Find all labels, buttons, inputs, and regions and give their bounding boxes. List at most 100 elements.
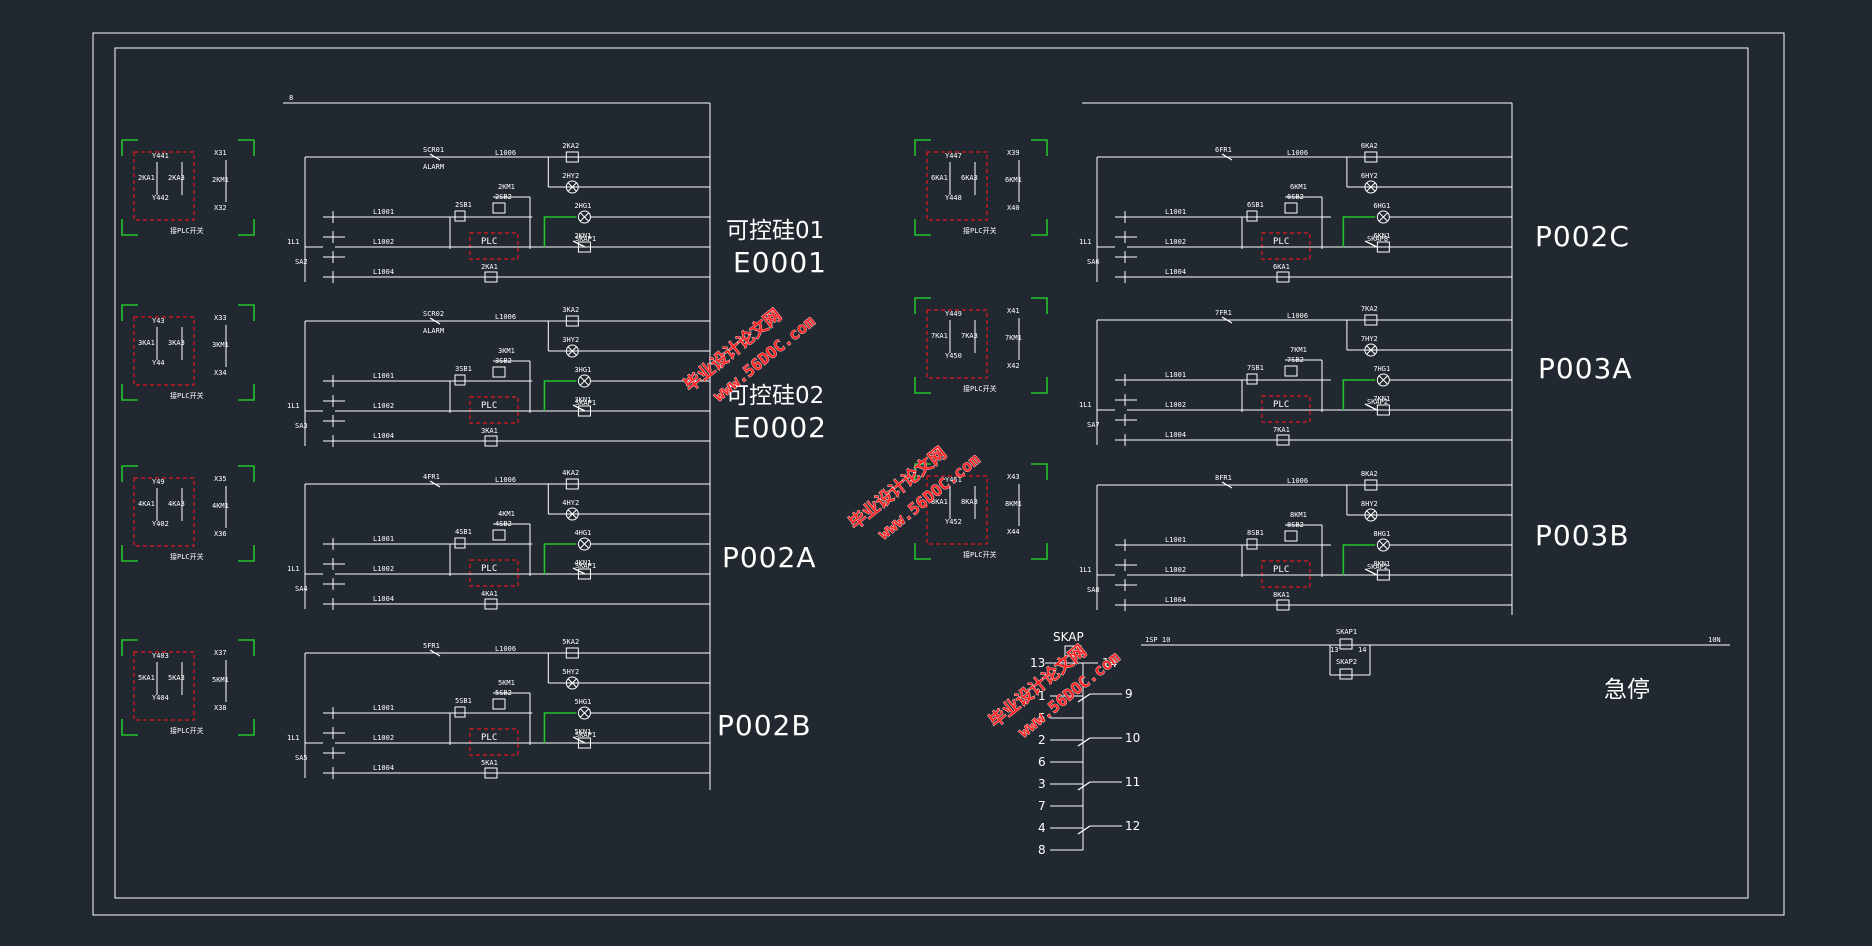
contactor-label: 2KN1 — [574, 232, 591, 240]
estop-k2: SKAP2 — [1336, 658, 1357, 666]
lamp-g-x2 — [1378, 212, 1388, 222]
wire-l1006: L1006 — [1287, 312, 1308, 320]
lamp-y-x2 — [1366, 182, 1376, 192]
plc-in2: Y404 — [152, 694, 169, 702]
code-p002a: P002A — [722, 541, 816, 574]
plc-in1: Y451 — [945, 476, 962, 484]
lamp-y-x2 — [1366, 345, 1376, 355]
start-button — [454, 210, 466, 222]
green-link — [1342, 379, 1376, 410]
bracket-tl — [914, 463, 931, 480]
start-label: 3SB1 — [455, 365, 472, 373]
skap-label: SKAP1 — [575, 235, 596, 243]
wire-l1006: L1006 — [495, 313, 516, 321]
fr-contact — [429, 153, 441, 161]
watermark-2: 毕业设计论文网 www.56DOC.com — [845, 442, 985, 543]
wire-l1006: L1006 — [495, 149, 516, 157]
plc-out: X43 — [1007, 473, 1020, 481]
bracket-bl — [121, 545, 138, 562]
wire-l1002: L1002 — [373, 565, 394, 573]
skap-contact — [572, 240, 586, 248]
start-button — [1246, 210, 1258, 222]
estop-bus-left: 1SP 10 — [1145, 636, 1170, 644]
stop-button — [492, 366, 506, 378]
plc-in1: Y403 — [152, 652, 169, 660]
kmain-label: 3KM1 — [498, 347, 515, 355]
kmain-label: 8KM1 — [1290, 511, 1307, 519]
relay-label: 8KA1 — [1273, 591, 1290, 599]
plc-relay2: 4KA3 — [168, 500, 185, 508]
contactor-coil — [577, 568, 591, 580]
plc-box — [469, 559, 519, 587]
start-button — [1246, 373, 1258, 385]
lamp-y — [1364, 508, 1378, 522]
wire-l1004: L1004 — [1165, 268, 1186, 276]
lamp-y — [565, 507, 579, 521]
plc-module: 2KM1 — [212, 176, 229, 184]
plc-box — [469, 396, 519, 424]
skap-label: SKAP2 — [1367, 398, 1388, 406]
relay-coil — [1276, 271, 1290, 283]
estop-row-left: 4 — [1038, 821, 1046, 835]
skap-label: SKAP8 — [1367, 235, 1388, 243]
plc-inner — [926, 309, 988, 379]
code-p003a: P003A — [1538, 352, 1632, 385]
estop-switch-box — [1064, 645, 1082, 657]
relay-coil — [484, 598, 498, 610]
estop-row-right: 9 — [1125, 687, 1133, 701]
wire-l1006: L1006 — [1287, 477, 1308, 485]
inner-frame — [114, 47, 1749, 899]
coil-a — [1364, 314, 1378, 326]
watermark-3: 毕业设计论文网 www.56DOC.com — [985, 640, 1125, 741]
plc-out2: X34 — [214, 369, 227, 377]
plc-in1: Y447 — [945, 152, 962, 160]
bracket-bl — [914, 543, 931, 560]
coil-a — [565, 151, 579, 163]
alarm-label: ALARM — [423, 163, 444, 171]
estop-bus-right: 10N — [1708, 636, 1721, 644]
plc-out2: X32 — [214, 204, 227, 212]
bracket-tl — [121, 139, 138, 156]
sa-label: SA2 — [295, 258, 308, 266]
stop-button — [1284, 202, 1298, 214]
estop-t14: 14 — [1102, 656, 1117, 670]
label-scr02: 可控硅02 — [726, 383, 824, 409]
estop-row-contact — [1077, 825, 1091, 835]
kmain-label: 2KM1 — [498, 183, 515, 191]
bracket-tl — [914, 297, 931, 314]
green-link — [543, 712, 577, 743]
lamp-g-x2 — [580, 708, 589, 718]
stop-button — [1284, 365, 1298, 377]
contactor-label: 8KN1 — [1373, 560, 1390, 568]
estop-row-left: 5 — [1038, 711, 1046, 725]
kmain-label: 7KM1 — [1290, 346, 1307, 354]
plc-label: PLC — [1273, 237, 1289, 247]
wire-l1004: L1004 — [373, 764, 394, 772]
plc-in2: Y452 — [945, 518, 962, 526]
contactor-label: 3KN1 — [574, 396, 591, 404]
lamp-g-label: 5HG1 — [574, 698, 591, 706]
wire-l1001: L1001 — [373, 372, 394, 380]
bracket-br — [238, 219, 255, 236]
skap-contact — [1364, 568, 1378, 576]
fr-label: 7FR1 — [1215, 309, 1232, 317]
plc-foot: 接PLC开关 — [170, 391, 204, 400]
lamp-y-x2 — [567, 182, 577, 192]
wire-l1002: L1002 — [1165, 566, 1186, 574]
coil-a-label: 7KA2 — [1361, 305, 1378, 313]
feed-label: 1L1 — [1079, 401, 1092, 409]
estop-k1-coil — [1339, 638, 1353, 650]
bracket-br — [1031, 377, 1048, 394]
bracket-br — [238, 384, 255, 401]
coil-a — [565, 315, 579, 327]
bracket-bl — [121, 719, 138, 736]
estop-p14: 14 — [1358, 646, 1366, 654]
bracket-tr — [1031, 139, 1048, 156]
bracket-br — [238, 545, 255, 562]
estop-title: 急停 — [1604, 677, 1650, 703]
plc-in2: Y442 — [152, 194, 169, 202]
